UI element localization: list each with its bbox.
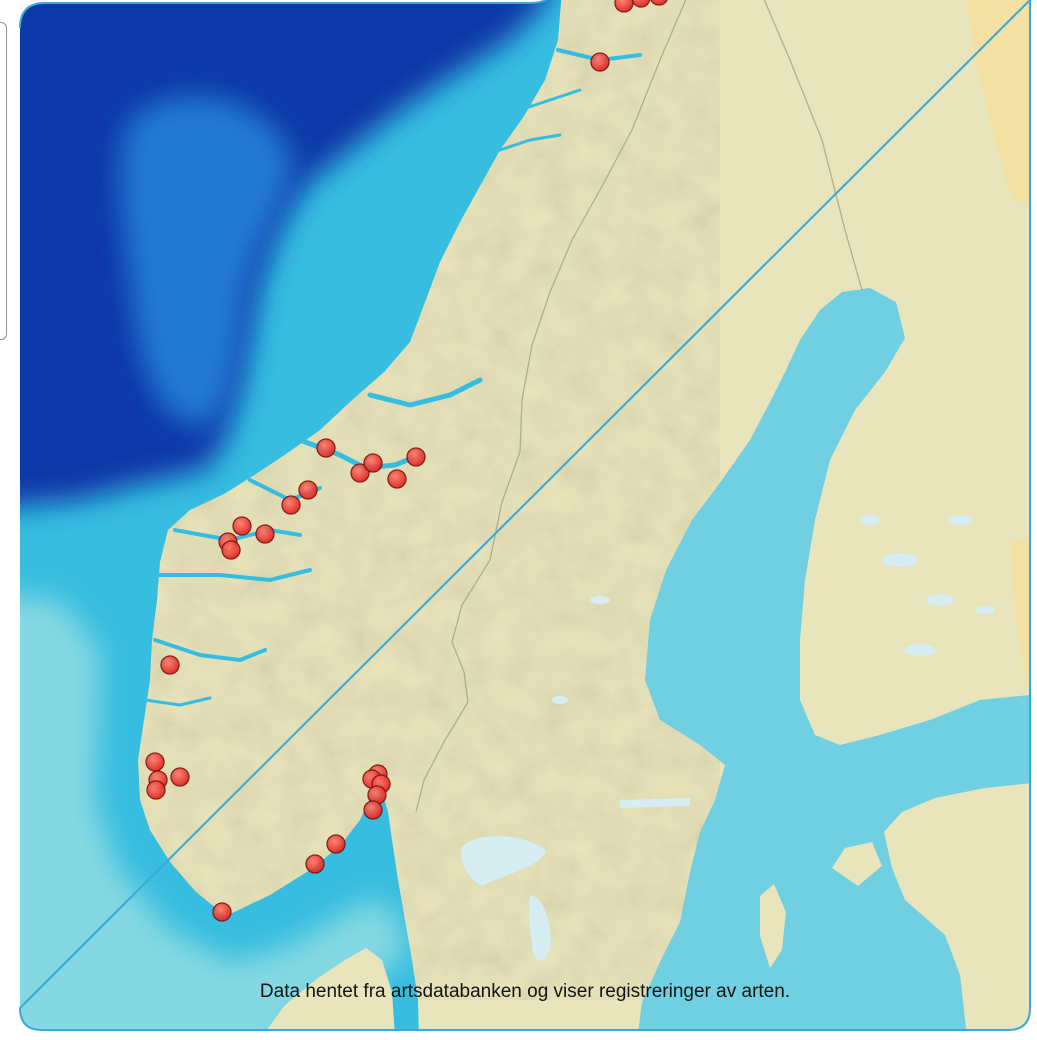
land-saaremaa xyxy=(832,842,882,886)
circle-marker-icon[interactable] xyxy=(160,655,180,675)
circle-marker-icon[interactable] xyxy=(363,800,383,820)
mid-depth-sea xyxy=(119,96,292,426)
circle-marker-icon[interactable] xyxy=(145,752,165,772)
map-frame xyxy=(18,0,1031,1031)
circle-marker-icon[interactable] xyxy=(387,469,407,489)
land-gotland xyxy=(760,884,786,968)
fjord xyxy=(153,638,267,662)
occurrence-markers xyxy=(145,0,669,922)
lake xyxy=(620,798,690,808)
lake xyxy=(461,835,546,886)
side-panel xyxy=(0,22,7,340)
fjord xyxy=(498,133,562,152)
lake xyxy=(904,644,936,656)
lake xyxy=(882,553,918,567)
fjord xyxy=(518,88,582,112)
lake xyxy=(528,895,551,961)
lakes xyxy=(461,515,995,961)
lake xyxy=(860,515,880,525)
land-denmark xyxy=(230,948,398,1030)
circle-marker-icon[interactable] xyxy=(614,0,634,13)
circle-marker-icon[interactable] xyxy=(255,524,275,544)
circle-marker-icon[interactable] xyxy=(170,767,190,787)
circle-marker-icon[interactable] xyxy=(326,834,346,854)
circle-marker-icon[interactable] xyxy=(631,0,651,8)
circle-marker-icon[interactable] xyxy=(146,780,166,800)
fjord xyxy=(143,696,212,707)
circle-marker-icon[interactable] xyxy=(232,516,252,536)
land-estonia xyxy=(884,778,1030,1030)
map-caption: Data hentet fra artsdatabanken og viser … xyxy=(259,981,791,1002)
fjord xyxy=(367,377,483,408)
lake xyxy=(552,696,568,704)
lake xyxy=(975,606,995,614)
border-sweden-finland xyxy=(759,0,863,291)
lake xyxy=(590,596,610,604)
lake xyxy=(948,515,972,525)
country-borders xyxy=(415,0,863,813)
circle-marker-icon[interactable] xyxy=(298,480,318,500)
land-east-finland xyxy=(1010,540,1030,695)
circle-marker-icon[interactable] xyxy=(590,52,610,72)
circle-marker-icon[interactable] xyxy=(406,447,426,467)
circle-marker-icon[interactable] xyxy=(221,540,241,560)
circle-marker-icon[interactable] xyxy=(649,0,669,6)
circle-marker-icon[interactable] xyxy=(316,438,336,458)
fjord xyxy=(158,568,312,582)
circle-marker-icon[interactable] xyxy=(281,495,301,515)
land-russia xyxy=(965,0,1030,215)
lake xyxy=(926,594,954,606)
circle-marker-icon[interactable] xyxy=(305,854,325,874)
circle-marker-icon[interactable] xyxy=(350,463,370,483)
circle-marker-icon[interactable] xyxy=(212,902,232,922)
fjord xyxy=(173,528,302,542)
circle-marker-icon[interactable] xyxy=(363,453,383,473)
border-norway-sweden xyxy=(415,0,691,813)
